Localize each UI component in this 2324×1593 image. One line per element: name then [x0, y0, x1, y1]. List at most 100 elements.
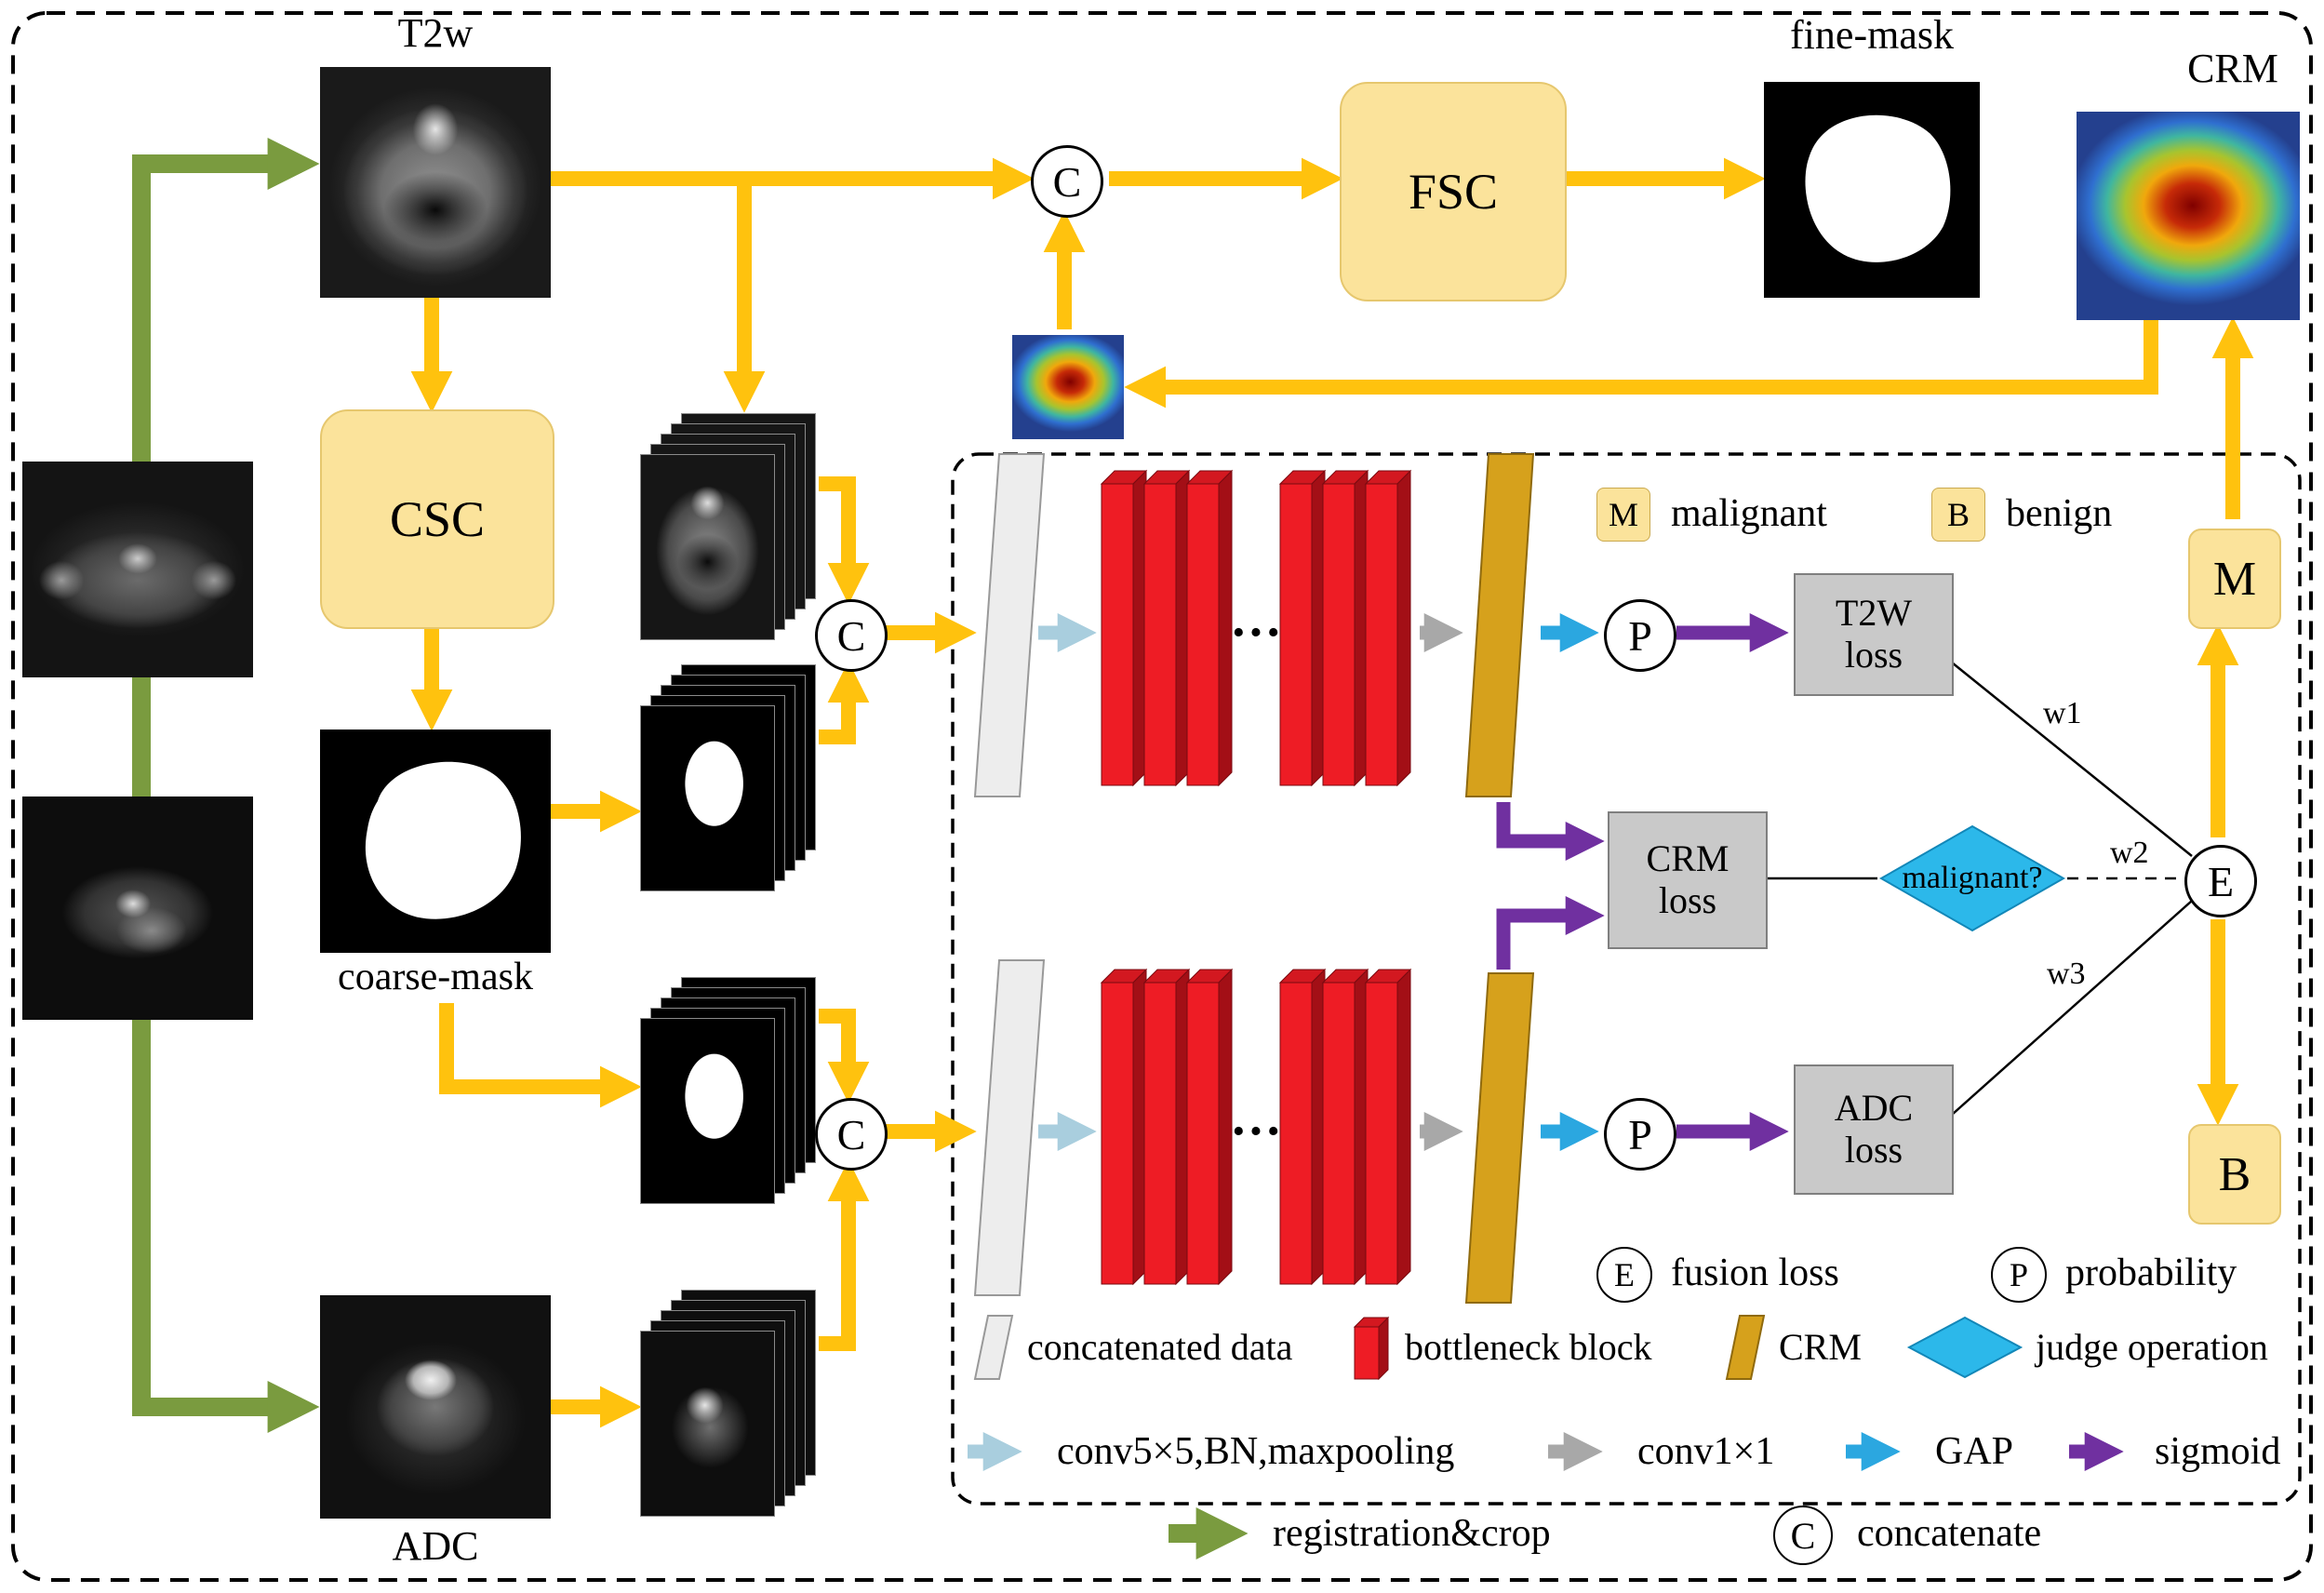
outer-dashed-border: [11, 11, 2313, 1582]
legend-probability-node: P: [1991, 1247, 2047, 1303]
legend-malignant-label: malignant: [1671, 492, 1827, 535]
legend-malignant-letter: M: [1608, 496, 1638, 533]
crm-label: CRM: [2187, 46, 2278, 91]
legend-fusion-node: E: [1596, 1247, 1652, 1303]
crm-loss-box: CRM loss: [1608, 811, 1768, 949]
concat-node-top: C: [1031, 145, 1103, 218]
legend-sigmoid-label: sigmoid: [2155, 1430, 2281, 1473]
concat-node-t2w: C: [815, 599, 888, 672]
arrow-adcstack-to-concat2: [819, 1159, 870, 1351]
legend-conv5-label: conv5×5,BN,maxpooling: [1057, 1430, 1455, 1473]
fsc-label: FSC: [1408, 164, 1499, 220]
coarse-mask-blob: [365, 761, 521, 919]
legend-fusion-letter: E: [1614, 1256, 1635, 1293]
concat-letter: C: [1052, 157, 1082, 206]
crm-image: [2077, 112, 2300, 320]
bottleneck-group-t2w-2: [1278, 469, 1412, 787]
arrow-t2wstack-to-concat1: [819, 476, 870, 605]
legend-gap-label: GAP: [1935, 1430, 2014, 1473]
crm-slab-t2w: [1464, 453, 1535, 797]
malignant-box: M: [2188, 529, 2281, 629]
fsc-module: FSC: [1340, 82, 1567, 301]
ellipsis-adc: ···: [1229, 1103, 1283, 1160]
judge-diamond-label: malignant?: [1902, 861, 2043, 895]
bottleneck-group-adc-1: [1100, 968, 1234, 1286]
fine-mask-blob: [1805, 114, 1951, 262]
concat-data-slab-t2w: [973, 453, 1046, 797]
legend-judge-operation-label: judge operation: [2036, 1326, 2268, 1368]
t2w-loss-box: T2W loss: [1794, 573, 1954, 696]
fine-mask-image: [1764, 82, 1980, 298]
legend-probability-label: probability: [2065, 1252, 2237, 1294]
t2w-slice-stack: [640, 400, 826, 642]
coarse-mask-image: [320, 730, 551, 953]
weight-w2-label: w2: [2110, 836, 2149, 870]
raw-adc-image: [22, 796, 253, 1020]
raw-t2w-image: [22, 462, 253, 677]
crm-loss-label: CRM loss: [1646, 837, 1730, 921]
benign-box: B: [2188, 1124, 2281, 1225]
weight-w3-label: w3: [2047, 957, 2086, 991]
legend-bottleneck-block-label: bottleneck block: [1405, 1326, 1652, 1368]
legend-crm-slab: [1725, 1315, 1766, 1380]
mask-slice-stack-1: [640, 651, 826, 893]
prob-letter: P: [1628, 611, 1652, 660]
legend-benign-box: B: [1931, 488, 1985, 542]
crm-thumbnail-image: [1012, 335, 1124, 439]
concat-data-slab-adc: [973, 959, 1046, 1296]
adc-image: [320, 1295, 551, 1519]
fusion-letter: E: [2207, 857, 2235, 905]
adc-label: ADC: [392, 1523, 479, 1569]
prob-letter: P: [1628, 1110, 1652, 1158]
legend-registration-label: registration&crop: [1273, 1512, 1551, 1555]
arrow-maskstack1-to-concat1: [819, 661, 870, 744]
legend-malignant-box: M: [1596, 488, 1650, 542]
legend-conv1-label: conv1×1: [1637, 1430, 1775, 1473]
legend-concatenate-node: C: [1773, 1506, 1833, 1565]
line-adcloss-to-fusion: [1951, 900, 2193, 1116]
bottleneck-group-adc-2: [1278, 968, 1412, 1286]
coarse-mask-label: coarse-mask: [338, 956, 533, 998]
arrow-registration-bottom: [132, 837, 320, 1433]
t2w-label: T2w: [397, 10, 474, 56]
judge-diamond: [1878, 824, 2066, 932]
fusion-node: E: [2184, 845, 2257, 917]
legend-crm-label: CRM: [1779, 1326, 1862, 1368]
probability-node-t2w: P: [1604, 599, 1676, 672]
concat-node-adc: C: [815, 1098, 888, 1171]
csc-module: CSC: [320, 409, 554, 629]
legend-judge-diamond: [1906, 1316, 2023, 1379]
legend-bottleneck-block: [1353, 1316, 1390, 1381]
crm-slab-adc: [1464, 972, 1535, 1304]
probability-node-adc: P: [1604, 1098, 1676, 1171]
legend-concatenate-label: concatenate: [1857, 1512, 2042, 1555]
weight-w1-label: w1: [2043, 696, 2082, 730]
t2w-loss-label: T2W loss: [1835, 592, 1913, 676]
arrow-crmslab-adc-to-crmloss: [1496, 896, 1605, 970]
arrow-maskstack2-to-concat2: [819, 1009, 870, 1104]
legend-concat-letter: C: [1790, 1514, 1816, 1557]
arrow-coarsemask-to-stack2: [439, 1003, 642, 1108]
malignant-letter: M: [2212, 552, 2257, 606]
benign-letter: B: [2218, 1147, 2251, 1201]
concat-letter: C: [836, 1110, 866, 1158]
legend-benign-letter: B: [1946, 496, 1970, 533]
bottleneck-group-t2w-1: [1100, 469, 1234, 787]
adc-slice-stack: [640, 1277, 826, 1519]
concat-letter: C: [836, 611, 866, 660]
t2w-image: [320, 67, 551, 298]
legend-concatenated-data-label: concatenated data: [1027, 1326, 1293, 1368]
fine-mask-label: fine-mask: [1790, 12, 1954, 58]
legend-fusion-loss-label: fusion loss: [1671, 1252, 1839, 1294]
ellipsis-t2w: ···: [1229, 604, 1283, 662]
legend-prob-letter: P: [2009, 1256, 2029, 1293]
arrow-crmslab-t2w-to-crmloss: [1496, 802, 1605, 861]
csc-label: CSC: [389, 491, 486, 547]
legend-benign-label: benign: [2006, 492, 2113, 535]
adc-loss-box: ADC loss: [1794, 1064, 1954, 1195]
adc-loss-label: ADC loss: [1834, 1087, 1914, 1171]
legend-concat-data-slab: [973, 1315, 1014, 1380]
mask-slice-stack-2: [640, 964, 826, 1206]
